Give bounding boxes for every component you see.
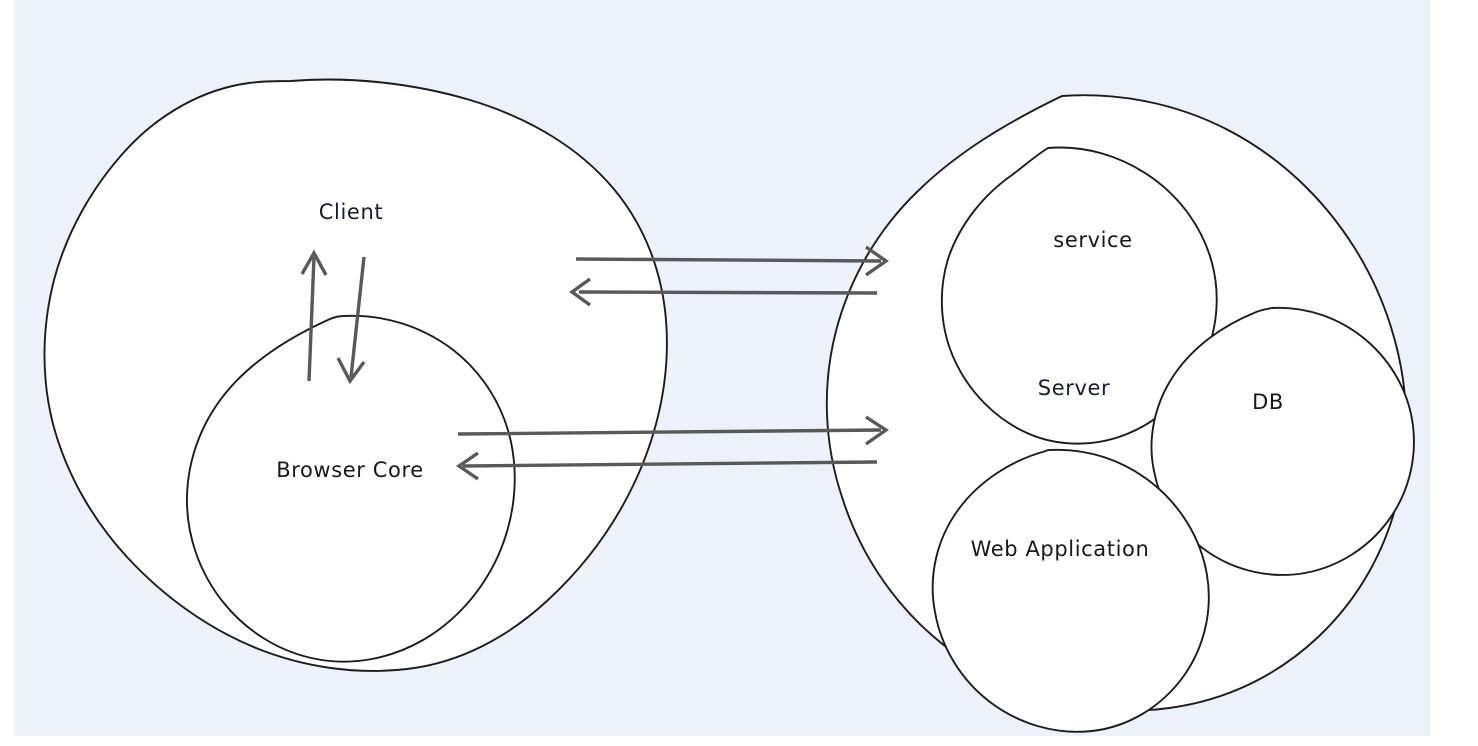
browser-core-label: Browser Core [276, 458, 424, 482]
client-label: Client [319, 200, 383, 224]
service-shape[interactable] [940, 146, 1218, 445]
web-application-shape[interactable] [931, 448, 1210, 733]
connector-client-to-server-request[interactable] [575, 245, 889, 277]
connector-client-to-browser-core-down[interactable] [336, 256, 366, 385]
connector-browser-core-to-client-up[interactable] [300, 249, 328, 382]
browser-core-shape[interactable] [186, 314, 516, 663]
service-label: service [1053, 228, 1132, 252]
db-label: DB [1252, 390, 1284, 414]
connector-server-to-browser-core-response[interactable] [455, 451, 878, 481]
db-shape[interactable] [1150, 306, 1415, 576]
connector-server-to-client-response[interactable] [569, 277, 878, 307]
server-label: Server [1038, 376, 1110, 400]
connector-browser-core-to-server-request[interactable] [457, 415, 890, 446]
web-application-label: Web Application [971, 537, 1150, 561]
